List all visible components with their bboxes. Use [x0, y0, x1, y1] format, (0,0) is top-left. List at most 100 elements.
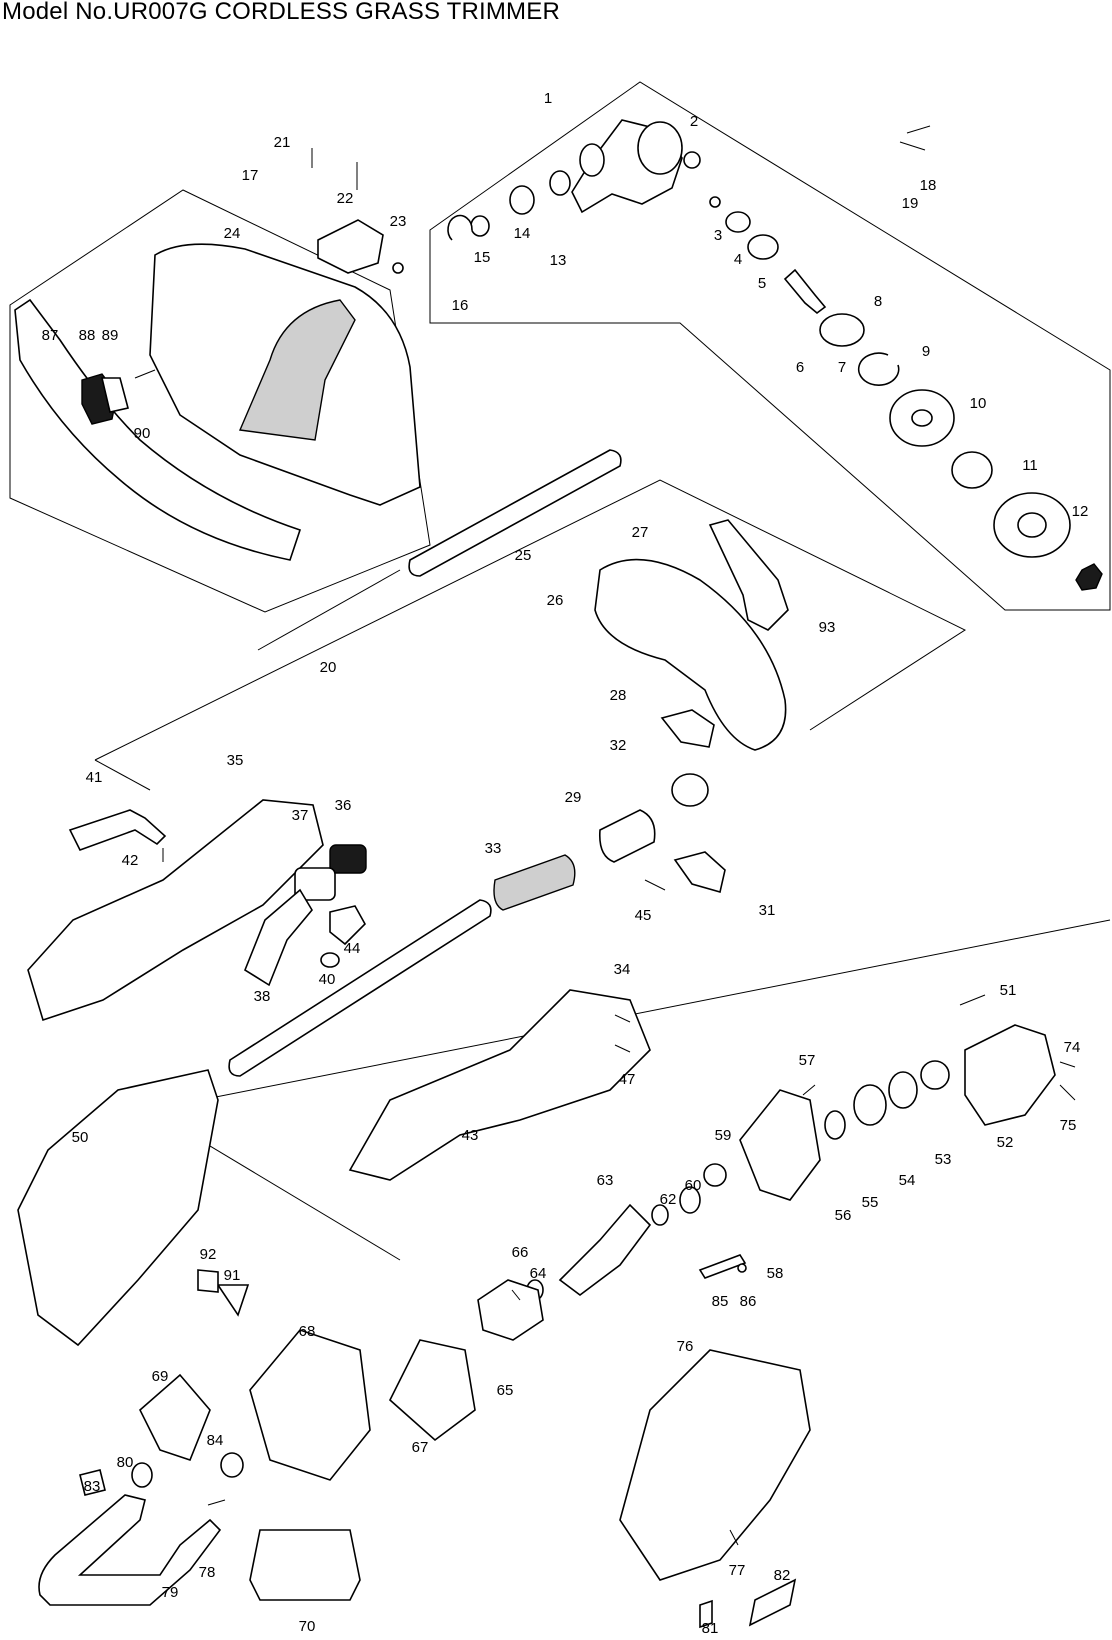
callout-76: 76 [677, 1338, 694, 1355]
terminal-70 [249, 1529, 361, 1601]
gear-55 [853, 1084, 887, 1126]
callout-84: 84 [207, 1432, 224, 1449]
callout-50: 50 [72, 1129, 89, 1146]
label-81 [699, 1599, 713, 1629]
callout-21: 21 [274, 134, 291, 151]
screw-86 [737, 1263, 747, 1273]
callout-3: 3 [714, 227, 722, 244]
handle-housing-35 [27, 799, 324, 1022]
trigger-38 [244, 888, 313, 987]
callout-44: 44 [344, 940, 361, 957]
callout-57: 57 [799, 1052, 816, 1069]
gear-head-assembly [447, 119, 1103, 591]
callout-92: 92 [200, 1246, 217, 1263]
screw-18 [906, 125, 931, 134]
plug-92 [197, 1269, 219, 1293]
cover-36 [329, 844, 367, 874]
callout-12: 12 [1072, 503, 1089, 520]
callout-51: 51 [1000, 982, 1017, 999]
frame-shaft-handle [94, 479, 967, 761]
callout-14: 14 [514, 225, 531, 242]
callout-62: 62 [660, 1191, 677, 1208]
collar-32 [671, 773, 709, 807]
callout-38: 38 [254, 988, 271, 1005]
collar-15 [470, 215, 490, 237]
rotor-63 [558, 1203, 652, 1296]
gear-housing-neck [579, 143, 605, 177]
loop-handle-assembly [493, 519, 789, 911]
callout-75: 75 [1060, 1117, 1077, 1134]
callout-74: 74 [1064, 1039, 1081, 1056]
lever-93 [708, 519, 789, 631]
callout-19: 19 [902, 195, 919, 212]
callout-59: 59 [715, 1127, 732, 1144]
callout-16: 16 [452, 297, 469, 314]
screw-57 [802, 1084, 816, 1096]
gear-housing-boss [637, 121, 683, 175]
sleeve-84 [220, 1452, 244, 1478]
callout-41: 41 [86, 769, 103, 786]
callout-34: 34 [614, 961, 631, 978]
callout-79: 79 [162, 1584, 179, 1601]
callout-35: 35 [227, 752, 244, 769]
callout-89: 89 [102, 327, 119, 344]
callout-82: 82 [774, 1567, 791, 1584]
callout-9: 9 [922, 343, 930, 360]
callout-56: 56 [835, 1207, 852, 1224]
callout-42: 42 [122, 852, 139, 869]
shaft-53 [920, 1060, 950, 1090]
guard-assembly [14, 148, 421, 561]
spindle-6 [783, 268, 827, 315]
bracket-58 [739, 1089, 821, 1201]
callout-23: 23 [390, 213, 407, 230]
ring-40 [320, 952, 340, 968]
bearing-54 [888, 1071, 918, 1109]
screw-45 [644, 879, 666, 891]
plate-89 [100, 377, 129, 413]
screw-34 [614, 1014, 631, 1023]
cap-80 [131, 1462, 153, 1488]
clamp-28 [660, 709, 715, 748]
holder-65 [477, 1279, 544, 1341]
clamp-31 [673, 851, 726, 894]
callout-81: 81 [702, 1620, 719, 1637]
grip-housing-43 [348, 989, 651, 1181]
screw-77 [729, 1529, 739, 1546]
spring-85 [698, 1254, 747, 1279]
group-frames [9, 81, 1111, 1261]
callout-27: 27 [632, 524, 649, 541]
frame-gear-head [429, 81, 1111, 611]
callout-93: 93 [819, 619, 836, 636]
callout-1: 1 [544, 90, 552, 107]
screw-19 [899, 141, 926, 151]
nut-2 [683, 151, 701, 169]
callout-36: 36 [335, 797, 352, 814]
callout-69: 69 [152, 1368, 169, 1385]
callout-63: 63 [597, 1172, 614, 1189]
callout-90: 90 [134, 425, 151, 442]
callout-77: 77 [729, 1562, 746, 1579]
screw-66 [511, 1289, 521, 1301]
callout-20: 20 [320, 659, 337, 676]
callout-33: 33 [485, 840, 502, 857]
callout-28: 28 [610, 687, 627, 704]
callout-8: 8 [874, 293, 882, 310]
diagram-title: Model No.UR007G CORDLESS GRASS TRIMMER [2, 0, 560, 25]
callout-88: 88 [79, 327, 96, 344]
callout-86: 86 [740, 1293, 757, 1310]
gear-housing-52 [964, 1024, 1056, 1126]
controller-69 [139, 1373, 211, 1461]
screw-23 [392, 262, 404, 274]
ring-16 [447, 214, 473, 241]
housing-cover-76 [619, 1349, 811, 1581]
screw-75 [1059, 1084, 1076, 1101]
clip-91 [216, 1284, 250, 1317]
motor-case-68 [249, 1329, 371, 1481]
callout-40: 40 [319, 971, 336, 988]
callout-26: 26 [547, 592, 564, 609]
callout-13: 13 [550, 252, 567, 269]
screw-47 [614, 1044, 631, 1053]
callout-17: 17 [242, 167, 259, 184]
